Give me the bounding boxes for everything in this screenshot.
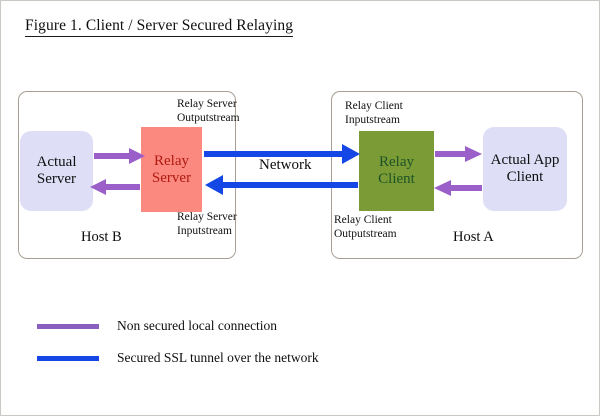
legend-swatch-blue-icon [37, 356, 99, 361]
legend-item-non-secured: Non secured local connection [37, 317, 277, 335]
figure-title: Figure 1. Client / Server Secured Relayi… [25, 17, 294, 37]
legend-swatch-purple-icon [37, 324, 99, 329]
legend-item-ssl-tunnel: Secured SSL tunnel over the network [37, 349, 319, 367]
host-a-container [331, 91, 583, 259]
host-b-container [18, 91, 236, 259]
host-a-label: Host A [453, 229, 494, 245]
host-b-label: Host B [81, 229, 122, 245]
legend-label-ssl-tunnel: Secured SSL tunnel over the network [117, 350, 319, 365]
network-label: Network [259, 157, 312, 173]
legend-label-non-secured: Non secured local connection [117, 318, 278, 333]
